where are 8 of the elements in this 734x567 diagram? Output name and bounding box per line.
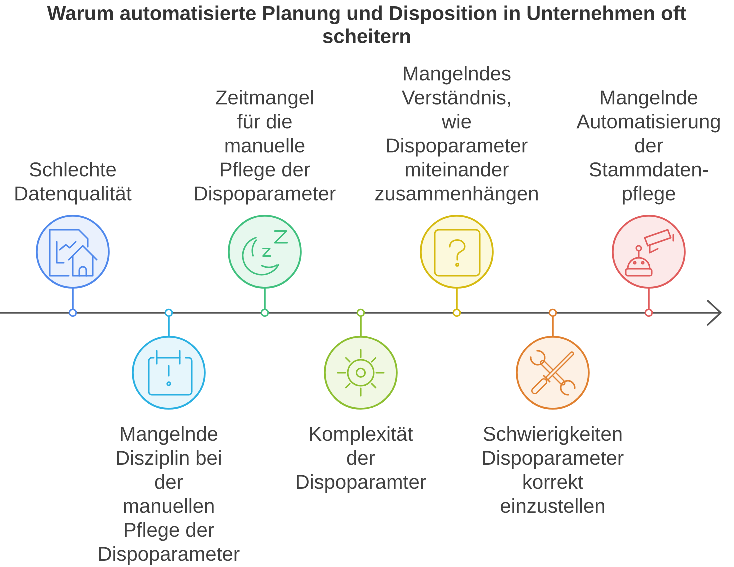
milestone-label: Zeitmangel für die manuelle Pflege der Dispoparameter — [196, 90, 336, 205]
milestone-label: Mangelnde Disziplin bei der manuellen Pflege der Dispoparameter — [100, 426, 240, 566]
milestone-label: Mangelndes Verständnis, wie Dispoparameter miteinander zusammenhängen — [376, 66, 538, 205]
milestone-label: Komplexität der Dispoparamter — [297, 426, 426, 494]
title: Warum automatisierte Planung und Disposition in Unternehmen oft scheitern — [47, 6, 686, 44]
milestone-label: Mangelnde Automatisierung der Stammdaten-pflege — [576, 90, 720, 205]
milestone-label: Schwierigkeiten Dispoparameter korrekt einzustellen — [484, 426, 624, 514]
milestone-label: Schlechte Datenqualität — [16, 162, 132, 205]
